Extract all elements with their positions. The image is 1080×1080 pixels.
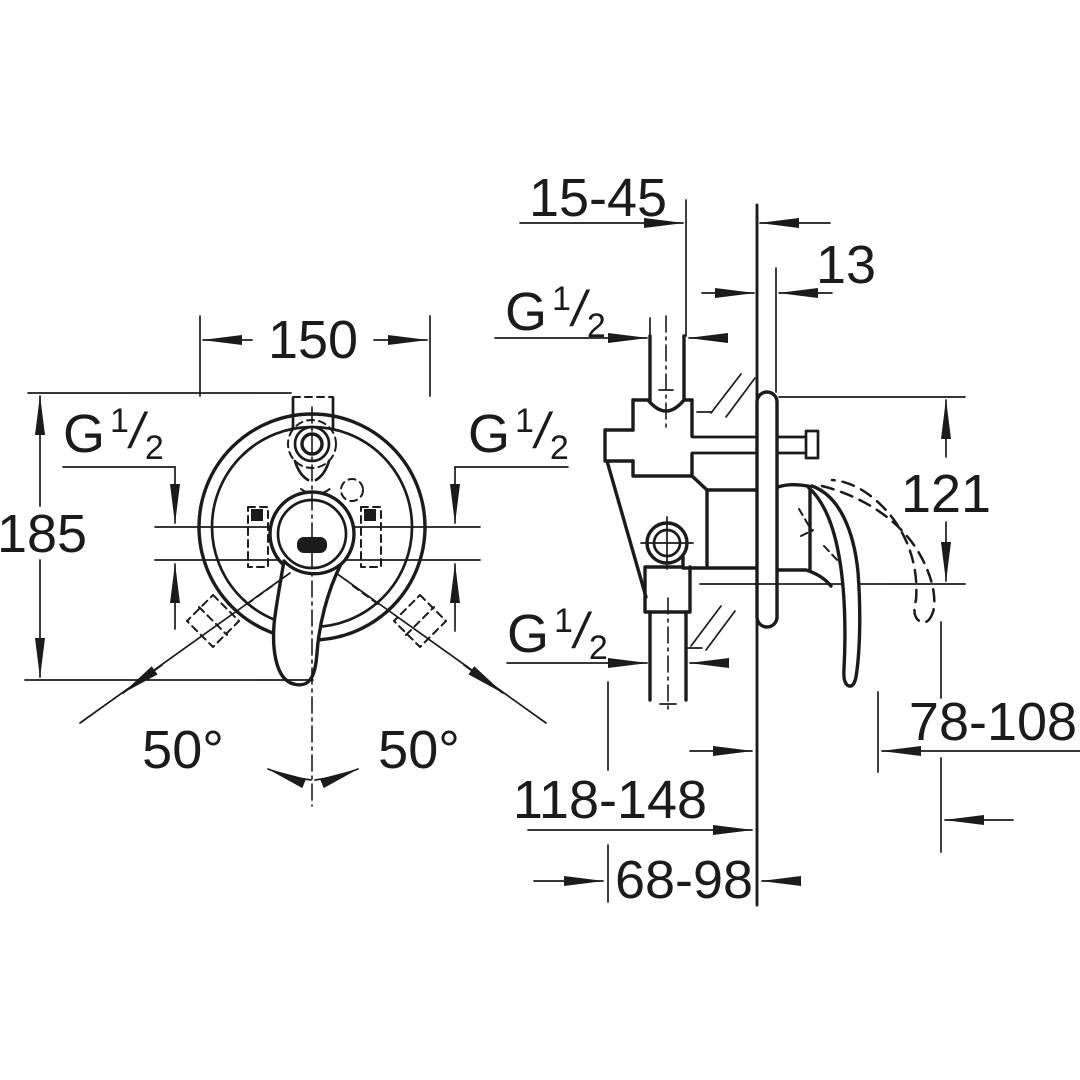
lever-handle-side <box>776 478 936 688</box>
screw-cap <box>804 429 820 460</box>
dim-plate-offset: 13 <box>701 235 876 298</box>
knob-neck-curves <box>293 459 331 482</box>
left-port-dashed-rect <box>247 506 269 568</box>
screw-stub <box>775 435 808 455</box>
escutcheon-plate-side <box>755 390 779 629</box>
dim-handle-projection: 78-108 <box>689 621 1080 853</box>
dim-68-98-label: 68-98 <box>615 850 753 910</box>
right-screw-dot <box>364 509 376 521</box>
top-tongue-sides <box>291 396 335 430</box>
dim-121-label: 121 <box>901 464 991 524</box>
angle-arrow-right <box>463 664 504 694</box>
left-stop-valve-dashed <box>186 594 240 648</box>
pilot-hole-dashed-circle <box>340 478 364 502</box>
lever-handle-front <box>271 559 343 687</box>
left-screw-dot <box>251 509 263 521</box>
dim-diameter-label: 150 <box>268 310 358 370</box>
handle-blade-solid <box>806 484 862 688</box>
lever-indicator-slot <box>297 537 327 553</box>
handle-hidden-dashes <box>798 508 855 563</box>
valve-body <box>603 315 759 715</box>
body-diagonal-face <box>605 459 648 599</box>
angle-line-right <box>335 572 547 724</box>
diverter-knob-core <box>300 432 324 456</box>
dim-13-label: 13 <box>816 235 876 295</box>
handle-dashed-outer <box>820 484 936 614</box>
right-stop-valve-dashed <box>393 594 447 648</box>
handle-hub-side <box>776 483 833 588</box>
outlet-pipe <box>648 610 688 702</box>
dim-front-depth: 68-98 <box>533 681 801 910</box>
left-cap <box>603 428 635 463</box>
diverter-knob-ring <box>293 425 331 463</box>
dim-height-label: 185 <box>0 504 87 564</box>
dim-swivel-angles: 50° 50° <box>79 572 547 789</box>
dim-port-distance: 121 <box>901 399 991 582</box>
angle-arrow-left <box>122 664 163 694</box>
wall-hatch-top <box>696 373 756 418</box>
bottom-flange <box>643 565 692 614</box>
angle-arc-arrow-right <box>314 768 359 789</box>
angle-label-right: 50° <box>378 720 460 780</box>
dim-15-45-label: 15-45 <box>529 168 667 228</box>
stop-screw-crosshair <box>640 516 694 570</box>
pipe-socket-arc <box>646 398 686 413</box>
angle-line-left <box>79 572 291 724</box>
wall-hatch-bottom <box>687 605 736 651</box>
dim-plaster-depth: 15-45 <box>519 168 831 228</box>
dim-118-148-label: 118-148 <box>513 770 707 830</box>
dim-diameter: 150 <box>199 310 431 397</box>
angle-arc-arrow-left <box>267 768 312 789</box>
mounting-screw-shaft <box>690 435 759 455</box>
dim-overall-height: 185 <box>0 392 314 681</box>
dim-78-108-label: 78-108 <box>909 692 1077 752</box>
dim-body-depth: 118-148 <box>513 770 753 835</box>
cartridge-block <box>681 474 758 570</box>
angle-label-left: 50° <box>142 720 224 780</box>
right-port-dashed-rect <box>360 506 382 568</box>
hub-block <box>631 398 694 478</box>
handle-dashed-inner <box>830 478 935 624</box>
supply-pipe-top <box>648 334 686 402</box>
